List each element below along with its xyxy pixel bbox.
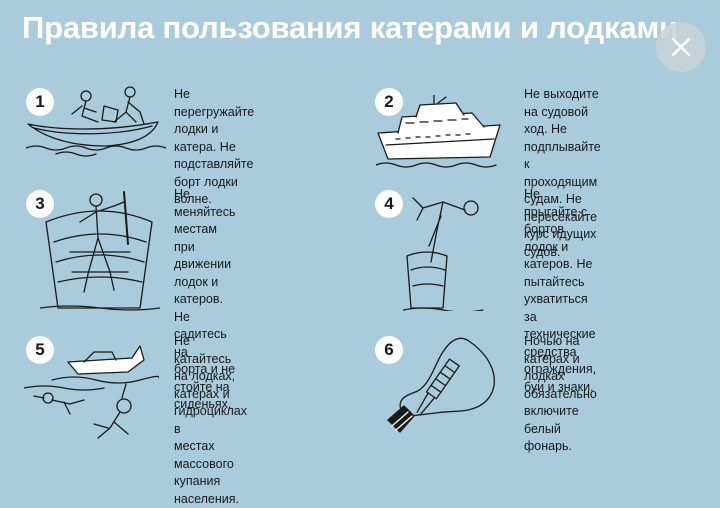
rule-number-badge: 2 <box>375 88 403 116</box>
rule-number-badge: 6 <box>375 336 403 364</box>
rule-text: Не прыгайте с бортов лодок и катеров. Не… <box>524 187 597 394</box>
close-icon <box>671 37 691 57</box>
page-title: Правила пользования катерами и лодками <box>22 10 678 45</box>
rule-text: Не катайтесь на лодках, катерах и гидроц… <box>174 334 247 506</box>
rule-number-badge: 3 <box>26 190 54 218</box>
rule-number-badge: 1 <box>26 88 54 116</box>
lamp-bulb-illustration <box>380 328 500 443</box>
swimmers-and-boat-illustration <box>24 338 159 448</box>
rule-text: Не меняйтесь местам при движении лодок и… <box>174 187 236 411</box>
close-button[interactable] <box>656 22 706 72</box>
yacht-illustration <box>376 95 506 170</box>
rule-text: Ночью на катерах и лодках обязательно вк… <box>524 334 597 453</box>
rule-text: Не перегружайте лодки и катера. Не подст… <box>174 87 255 206</box>
rule-number-badge: 5 <box>26 336 54 364</box>
overloaded-boat-illustration <box>26 82 166 162</box>
standing-in-boat-illustration <box>40 182 160 312</box>
rule-text: Не выходите на судовой ход. Не подплывай… <box>524 87 601 259</box>
diving-from-boat-illustration <box>403 186 498 311</box>
rule-number-badge: 4 <box>375 190 403 218</box>
